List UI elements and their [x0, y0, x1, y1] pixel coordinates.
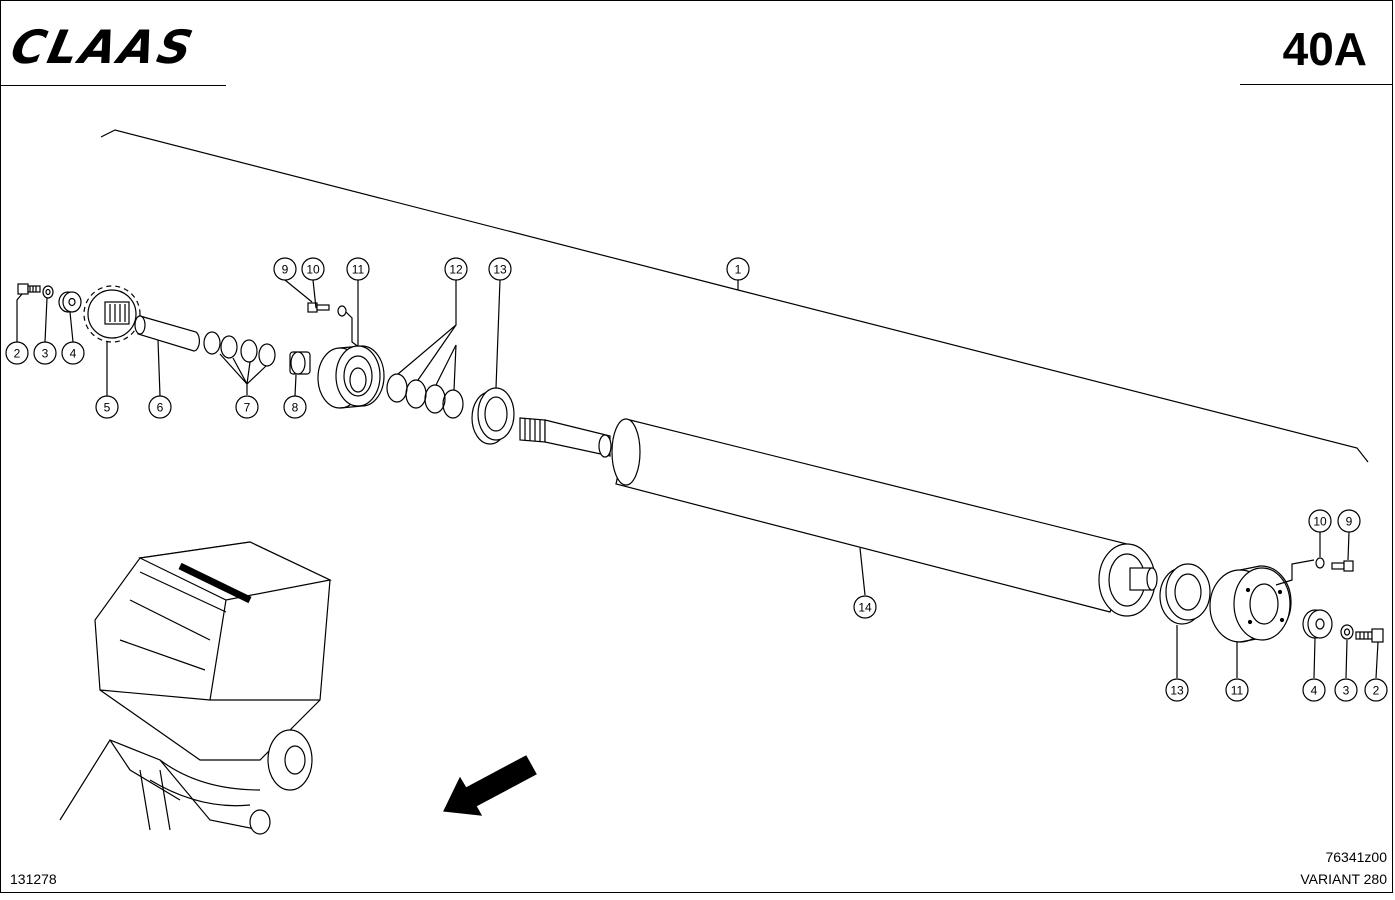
part-shim-rings-left: [203, 331, 276, 367]
svg-text:3: 3: [42, 347, 49, 361]
part-sleeve: [134, 315, 201, 352]
svg-text:4: 4: [70, 347, 77, 361]
callout-14: 14: [853, 595, 877, 619]
part-seal-left: [471, 387, 515, 445]
part-seal-right: [1159, 563, 1211, 625]
callout-11: 11: [346, 257, 370, 281]
callout-bubbles: 1 2 3 4 5 6 7 8 9 10 11 12 13 14 13 11 4…: [5, 257, 1388, 702]
callout-5: 5: [95, 395, 119, 419]
svg-text:3: 3: [1343, 684, 1350, 698]
baler-thumbnail: [59, 541, 332, 835]
callout-10-right: 10: [1308, 509, 1332, 533]
callout-10: 10: [301, 257, 325, 281]
svg-text:10: 10: [1313, 515, 1327, 529]
svg-text:4: 4: [1311, 684, 1318, 698]
svg-text:9: 9: [1346, 515, 1353, 529]
part-shim-rings-right: [386, 373, 464, 419]
doc-number: 131278: [10, 871, 57, 887]
callout-2: 2: [5, 341, 29, 365]
callout-2-right: 2: [1364, 678, 1388, 702]
svg-text:2: 2: [1373, 684, 1380, 698]
svg-text:13: 13: [1170, 684, 1184, 698]
callout-9: 9: [273, 257, 297, 281]
svg-text:2: 2: [14, 347, 21, 361]
callout-3-right: 3: [1334, 678, 1358, 702]
callout-7: 7: [235, 395, 259, 419]
part-sprocket: [83, 285, 141, 343]
part-spacer-right: [1302, 609, 1333, 639]
callout-4: 4: [61, 341, 85, 365]
svg-text:10: 10: [306, 263, 320, 277]
svg-text:8: 8: [292, 401, 299, 415]
svg-text:7: 7: [244, 401, 251, 415]
svg-text:9: 9: [282, 263, 289, 277]
direction-arrow: [443, 755, 537, 816]
callout-3: 3: [33, 341, 57, 365]
part-bolt-upper: [307, 302, 361, 349]
page-code: 40A: [1282, 23, 1367, 75]
part-bearing-housing-left: [317, 345, 385, 409]
svg-text:12: 12: [449, 263, 463, 277]
part-bushing: [289, 351, 311, 375]
callout-12: 12: [444, 257, 468, 281]
svg-text:11: 11: [352, 263, 365, 277]
variant-label: VARIANT 280: [1300, 871, 1387, 887]
callout-13-right: 13: [1165, 678, 1189, 702]
svg-text:14: 14: [858, 601, 872, 615]
callout-11-right: 11: [1225, 678, 1249, 702]
svg-text:11: 11: [1231, 684, 1244, 698]
part-bolt-upper-right: [1315, 557, 1354, 572]
callout-8: 8: [283, 395, 307, 419]
svg-text:13: 13: [493, 263, 507, 277]
part-bolt-left: [17, 283, 41, 295]
page-code-underline: [1240, 84, 1393, 85]
part-spacer-left: [58, 291, 82, 313]
svg-text:5: 5: [104, 401, 111, 415]
callout-13: 13: [488, 257, 512, 281]
part-roller-tube: [519, 417, 1158, 617]
part-washer-left: [42, 285, 54, 299]
part-bolt-right: [1355, 628, 1384, 643]
part-washer-right: [1340, 624, 1354, 640]
callout-1: 1: [726, 257, 750, 281]
callout-9-right: 9: [1337, 509, 1361, 533]
svg-text:6: 6: [157, 401, 164, 415]
callout-6: 6: [148, 395, 172, 419]
callout-4-right: 4: [1302, 678, 1326, 702]
logo-underline: [0, 85, 226, 86]
leader-lines: [16, 279, 1379, 679]
figure-code: 76341z00: [1325, 849, 1387, 865]
svg-text:1: 1: [735, 263, 742, 277]
part-bearing-housing-right: [1209, 559, 1315, 643]
